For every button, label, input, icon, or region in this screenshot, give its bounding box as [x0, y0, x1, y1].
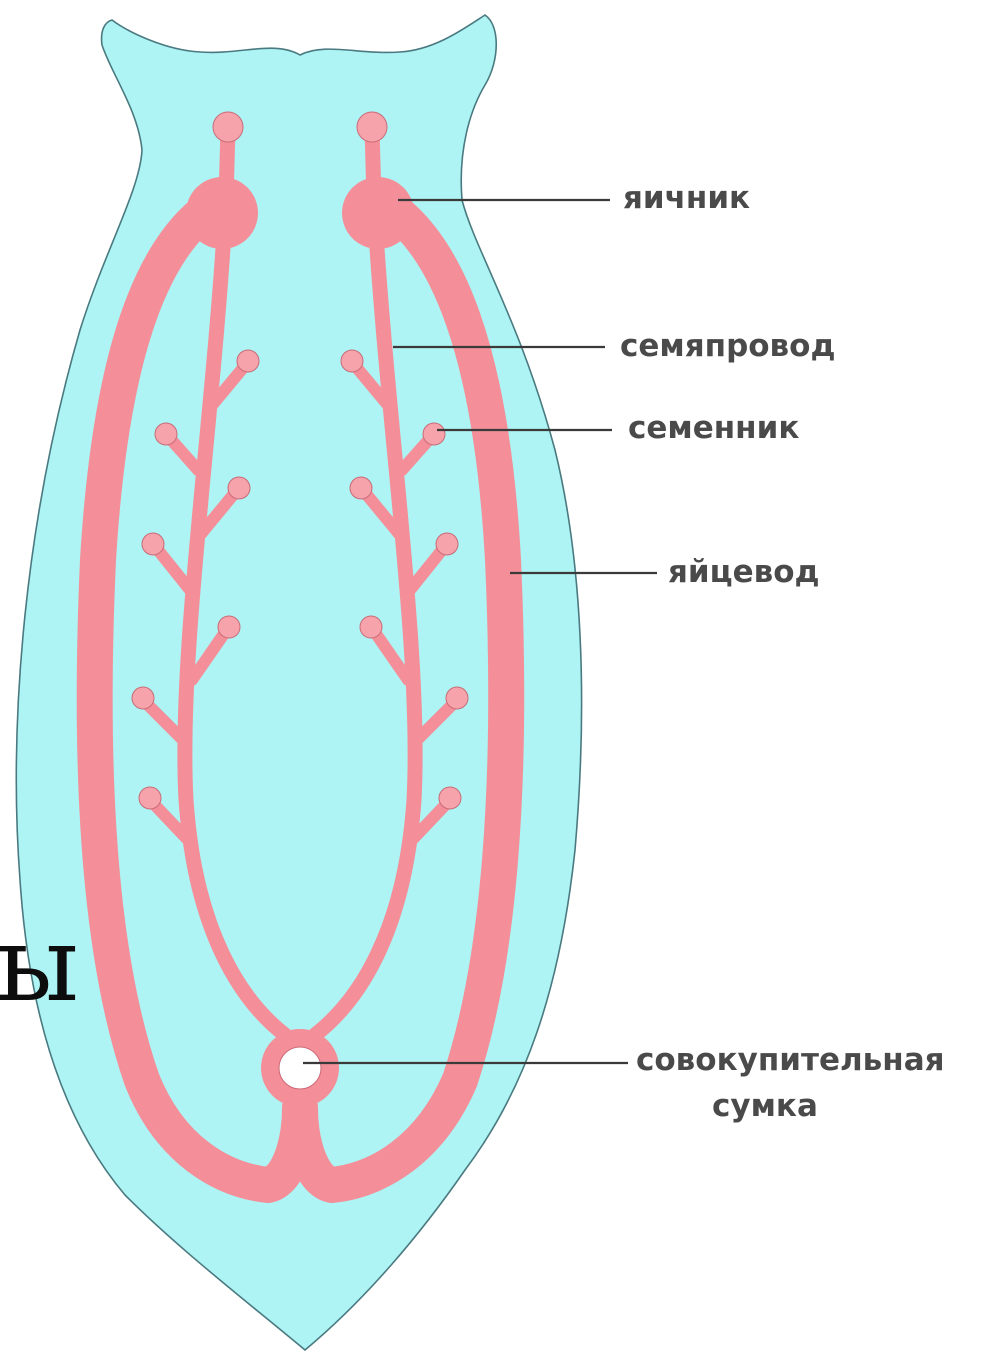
testis-top-left [213, 112, 243, 142]
testis-left-2 [155, 423, 177, 445]
label-oviduct: яйцевод [668, 554, 820, 590]
label-copulatory-bag-line2: сумка [712, 1088, 818, 1124]
testis-right-2 [423, 423, 445, 445]
testis-left-1 [237, 350, 259, 372]
label-sperm-duct: семяпровод [620, 328, 836, 364]
testis-left-7 [139, 787, 161, 809]
testis-right-4 [436, 533, 458, 555]
testis-left-6 [132, 687, 154, 709]
testis-right-3 [350, 477, 372, 499]
testis-right-1 [341, 350, 363, 372]
testis-left-3 [228, 477, 250, 499]
testis-right-6 [446, 687, 468, 709]
testis-left-4 [142, 533, 164, 555]
label-testis: семенник [628, 410, 799, 446]
label-ovary: яичник [623, 180, 750, 216]
fragment-letter: ы [0, 903, 79, 1025]
label-copulatory-bag-line1: совокупительная [636, 1042, 945, 1078]
testis-top-right [357, 112, 387, 142]
testis-right-7 [439, 787, 461, 809]
testis-right-5 [360, 616, 382, 638]
testis-left-5 [218, 616, 240, 638]
